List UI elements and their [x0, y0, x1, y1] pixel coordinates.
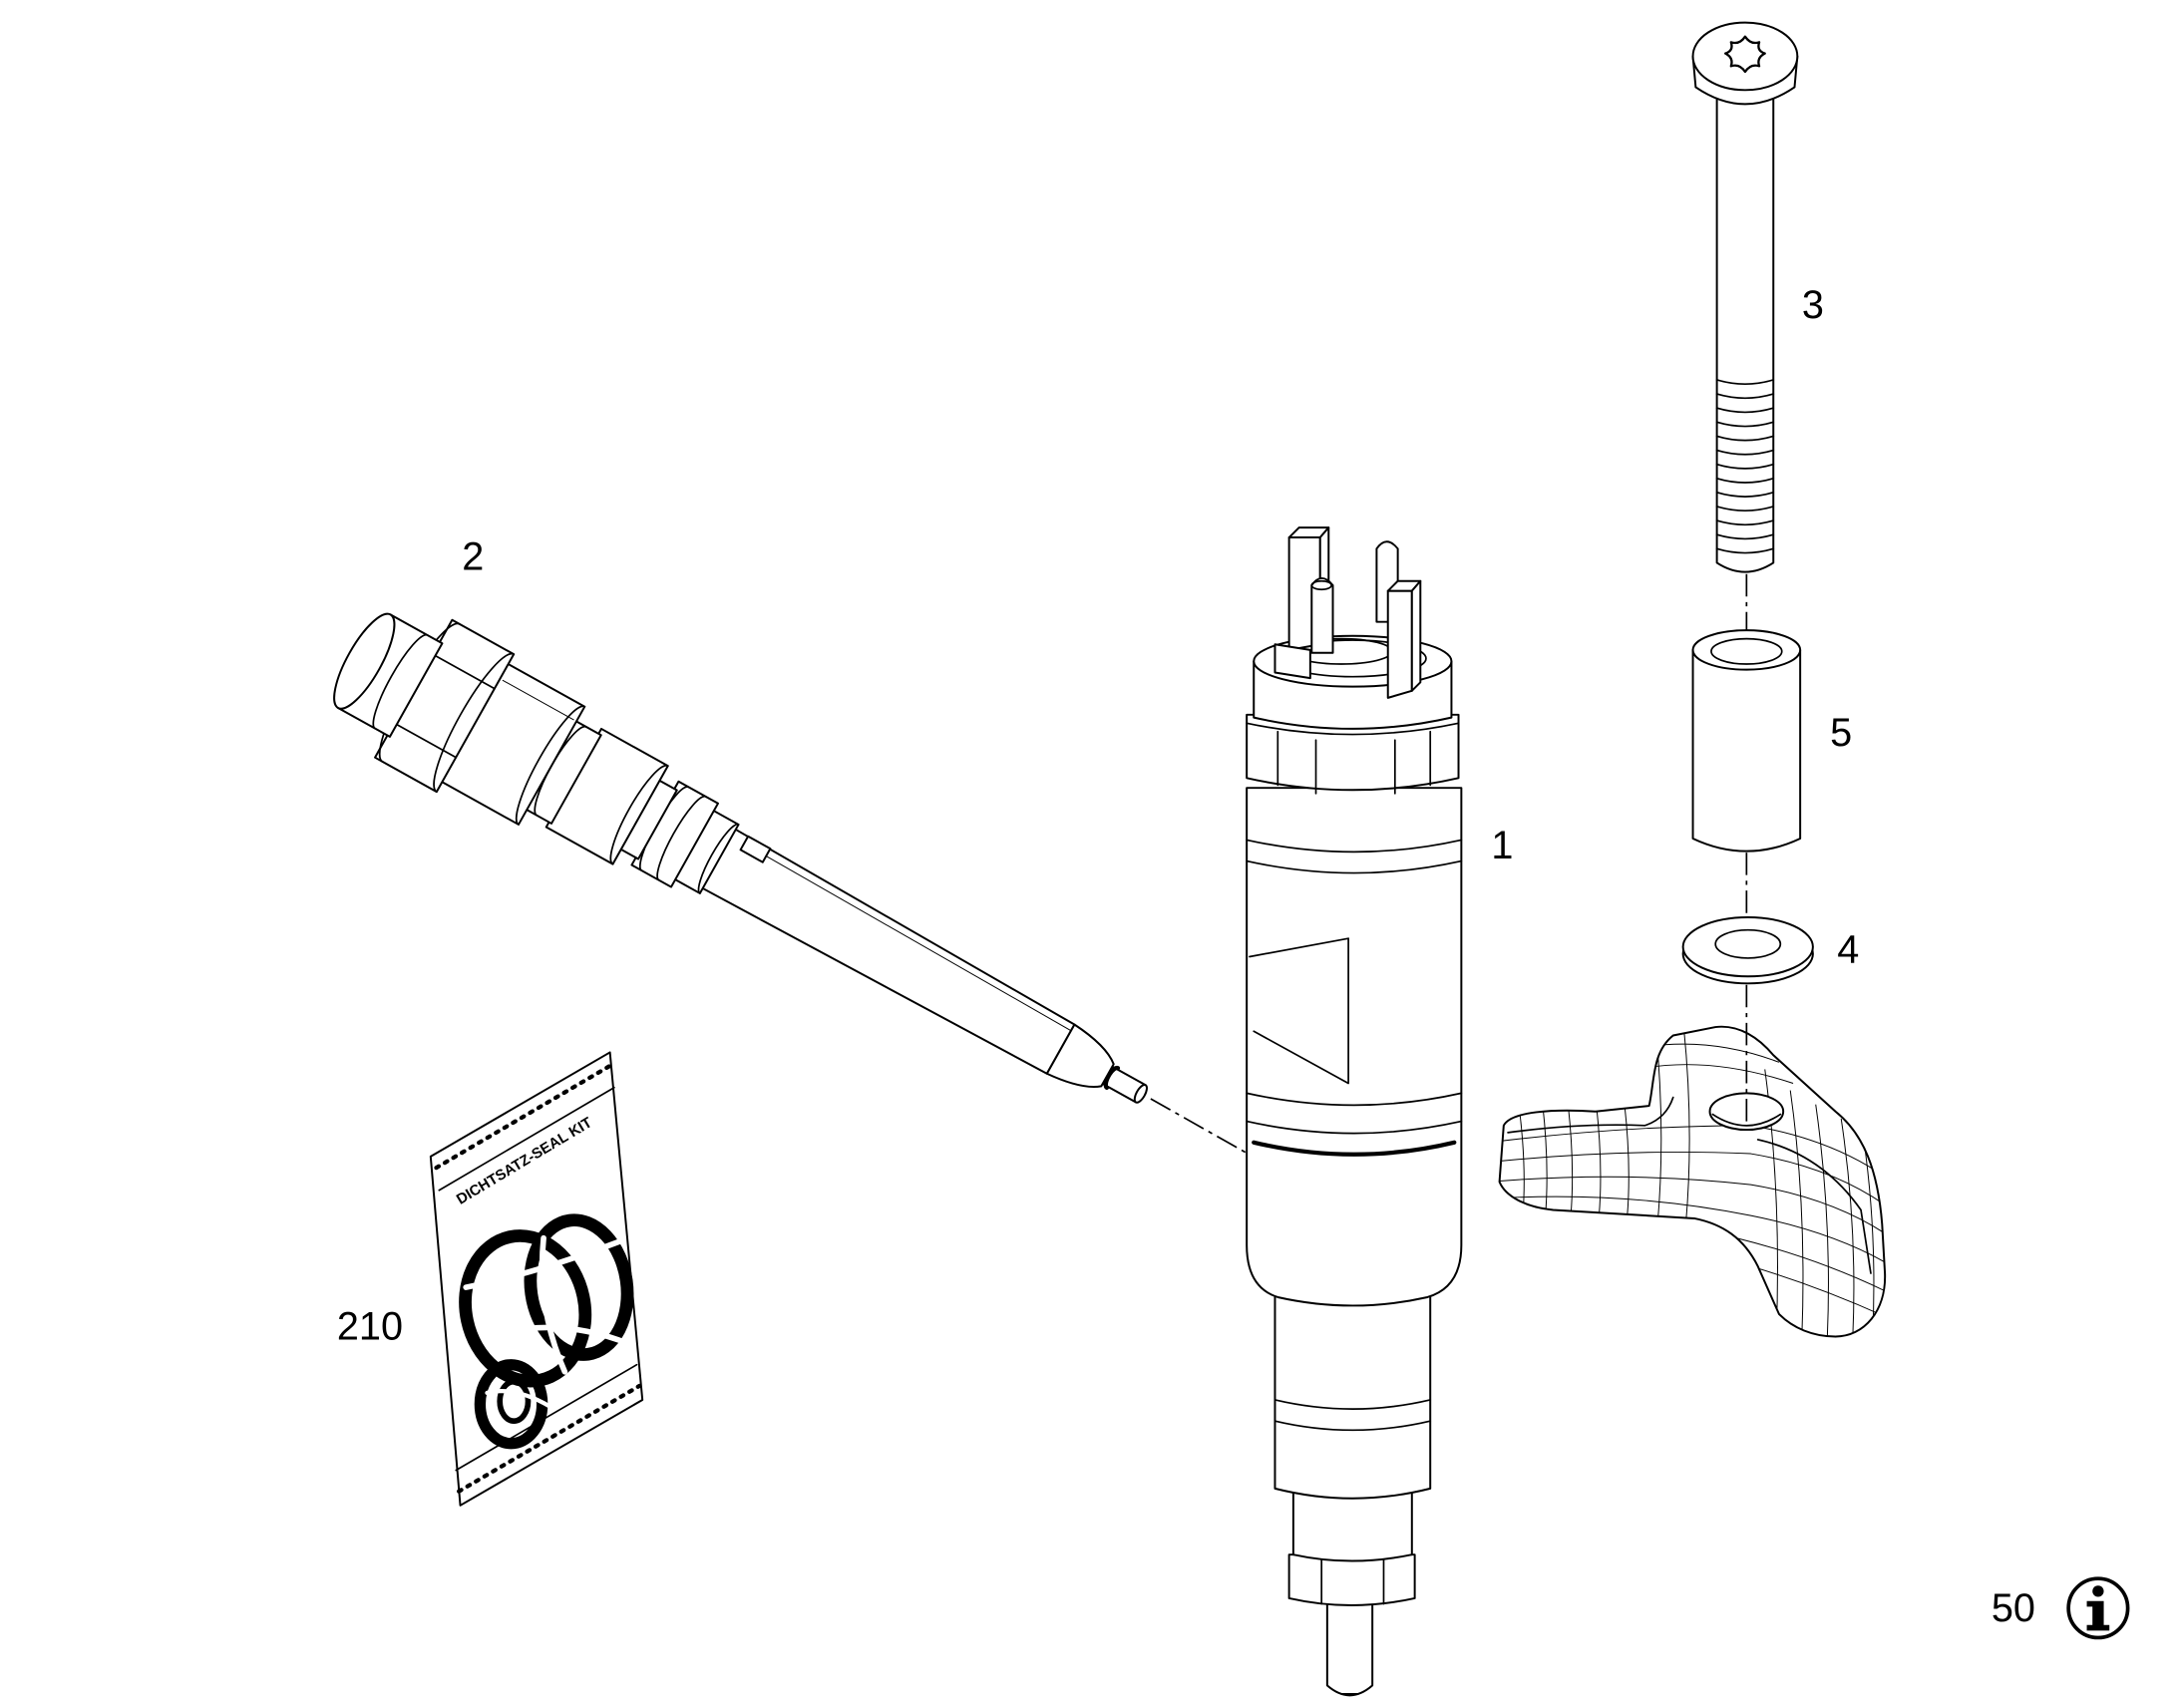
seal-ring-tiny — [497, 1378, 532, 1424]
injector-nozzle — [1325, 1595, 1374, 1697]
seal-tie-d — [485, 1389, 553, 1410]
thread-line — [1715, 421, 1775, 428]
holder-back-ring — [372, 633, 429, 730]
shaft-flat — [739, 835, 772, 863]
part-5-sleeve — [1691, 629, 1802, 853]
holder-back-cap — [333, 612, 396, 710]
thread-line — [1715, 407, 1775, 414]
bag-seal-line-bottom — [455, 1363, 638, 1472]
holder-step-ring — [697, 823, 740, 894]
injector-mid-section — [1273, 1286, 1432, 1500]
washer-hole — [1714, 928, 1782, 959]
nozzle-nib-ring — [1103, 1065, 1121, 1091]
info-icon-dot[interactable] — [2092, 1585, 2104, 1597]
seal-tie-b — [484, 1324, 631, 1347]
bolt-shank — [1715, 94, 1775, 573]
clamp-bracket — [1498, 1025, 1887, 1338]
torx-icon — [1723, 35, 1766, 74]
callout-part-2: 2 — [462, 535, 484, 579]
grid-line — [1499, 1176, 1886, 1239]
body-band-c — [1246, 1092, 1463, 1107]
grid-line — [1623, 1097, 1630, 1224]
seal-ring-medium — [524, 1213, 634, 1361]
seal-tie-c — [539, 1234, 568, 1375]
holder-body-edge — [502, 679, 574, 721]
sleeve-body — [1691, 648, 1802, 853]
grid-line — [1789, 1090, 1804, 1337]
clamp-bolt-hole-depth — [1711, 1113, 1782, 1127]
connector-pin-front-top — [1310, 579, 1332, 591]
bolt-threads — [1715, 379, 1775, 554]
part-1-injector — [1246, 526, 1463, 1697]
holder-body-ring — [515, 705, 586, 826]
grid-line — [1750, 1265, 1886, 1321]
clamp-top-edge — [1507, 1096, 1674, 1134]
body-band-d — [1246, 1120, 1463, 1135]
info-icon-stem[interactable] — [2086, 1600, 2110, 1631]
clamp-surface-grid — [1499, 1026, 1886, 1337]
info-icon[interactable] — [2066, 1576, 2130, 1640]
body-flat-face — [1249, 937, 1349, 1085]
holder-bulge-ring-b — [656, 795, 707, 881]
grid-line — [1595, 1097, 1602, 1224]
body-band-b — [1246, 859, 1463, 874]
thread-line — [1715, 379, 1775, 386]
thread-line — [1715, 477, 1775, 484]
connector-tab-right — [1386, 589, 1413, 699]
grid-line — [1499, 1196, 1886, 1267]
connector-tab-right-side — [1410, 579, 1422, 692]
injector-lower-hex — [1287, 1553, 1416, 1606]
body-o-ring — [1252, 1140, 1457, 1157]
callout-part-210: 210 — [337, 1305, 403, 1349]
hex-nut-top-edge — [1246, 722, 1460, 736]
hex-facet-top — [432, 653, 496, 690]
callout-part-3: 3 — [1802, 283, 1824, 327]
thread-line — [1715, 435, 1775, 442]
callout-part-4: 4 — [1837, 927, 1859, 971]
assembly-line-nozzle — [1150, 1098, 1247, 1154]
thread-line — [1715, 533, 1775, 540]
part-2-nozzle-holder — [333, 612, 1148, 1104]
thread-line — [1715, 449, 1775, 456]
grid-line — [1682, 1026, 1690, 1224]
sleeve-bore — [1710, 637, 1783, 665]
hex-chamfer — [433, 652, 516, 793]
nozzle-cone — [1045, 1023, 1115, 1088]
nozzle-nib-end — [1133, 1084, 1148, 1104]
injector-lower-section — [1291, 1490, 1413, 1562]
clamp-outline — [1498, 1025, 1887, 1338]
injector-body — [1246, 787, 1463, 1307]
thread-line — [1715, 463, 1775, 470]
bag-seal-line-top — [438, 1086, 615, 1192]
page-reference: 50 — [1992, 1586, 2035, 1630]
shaft-edge-line — [766, 855, 1072, 1032]
bag-top-perforation — [434, 1063, 614, 1171]
grid-line — [1815, 1104, 1829, 1337]
grid-line — [1736, 1237, 1886, 1295]
callout-part-5: 5 — [1830, 711, 1852, 755]
thread-line — [1715, 492, 1775, 498]
clamp-fork-edge — [1756, 1139, 1872, 1274]
washer-top — [1681, 916, 1814, 978]
mid-band-a — [1273, 1399, 1432, 1410]
holder-cylinder-ring — [609, 764, 669, 865]
callout-part-1: 1 — [1491, 824, 1513, 867]
body-band-a — [1246, 839, 1463, 854]
part-3-bolt — [1691, 21, 1799, 573]
mid-band-b — [1273, 1420, 1432, 1432]
grid-line — [1499, 1151, 1886, 1210]
nozzle-shaft — [697, 826, 1076, 1075]
thread-line — [1715, 547, 1775, 554]
part-4-washer — [1681, 916, 1814, 985]
part-210-seal-kit: DICHTSATZ-SEAL KIT — [429, 1051, 644, 1507]
thread-line — [1715, 519, 1775, 526]
hex-facet-bottom — [393, 722, 458, 759]
thread-line — [1715, 393, 1775, 400]
grid-line — [1840, 1118, 1855, 1337]
injector-hex-nut — [1246, 713, 1460, 792]
bolt-head-top — [1691, 21, 1799, 92]
thread-line — [1715, 506, 1775, 512]
connector-block — [1273, 643, 1311, 680]
